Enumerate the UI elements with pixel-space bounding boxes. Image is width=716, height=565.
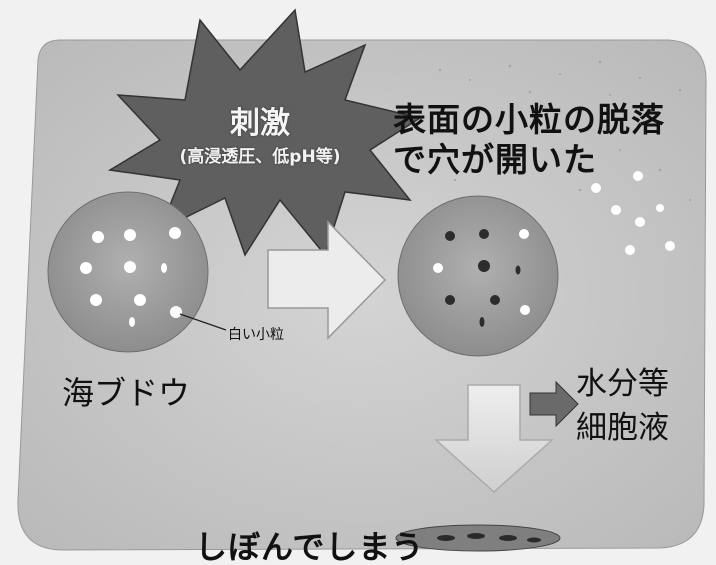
holes-right (445, 229, 521, 327)
sea-grape-cell-right (397, 195, 559, 357)
white-grain-label: 白い小粒 (228, 327, 284, 343)
headline: 表面の小粒の脱落 で穴が開いた (393, 100, 665, 180)
transition-arrow (267, 220, 387, 340)
speckle-texture (438, 60, 691, 201)
outflow-arrow (529, 380, 579, 428)
burst-title: 刺激 (230, 106, 290, 141)
remaining-grains-right (433, 229, 530, 315)
fluid-label: 水分等 細胞液 (576, 362, 669, 450)
falling-grains (591, 171, 675, 255)
fluid-label-line-1: 水分等 (576, 366, 669, 402)
headline-line-1: 表面の小粒の脱落 (393, 100, 665, 139)
sea-grape-label: 海ブドウ (62, 374, 191, 412)
result-label: しぼんでしまう (195, 528, 425, 565)
white-grains-left (80, 227, 182, 327)
fluid-label-line-2: 細胞液 (576, 410, 669, 446)
headline-line-2: で穴が開いた (393, 140, 597, 179)
burst-subtitle: (高浸透圧、低pH等) (179, 147, 341, 167)
grain-pointer-line (179, 313, 227, 331)
shrink-arrow (434, 384, 554, 494)
shrunken-cell-marks (437, 533, 541, 543)
